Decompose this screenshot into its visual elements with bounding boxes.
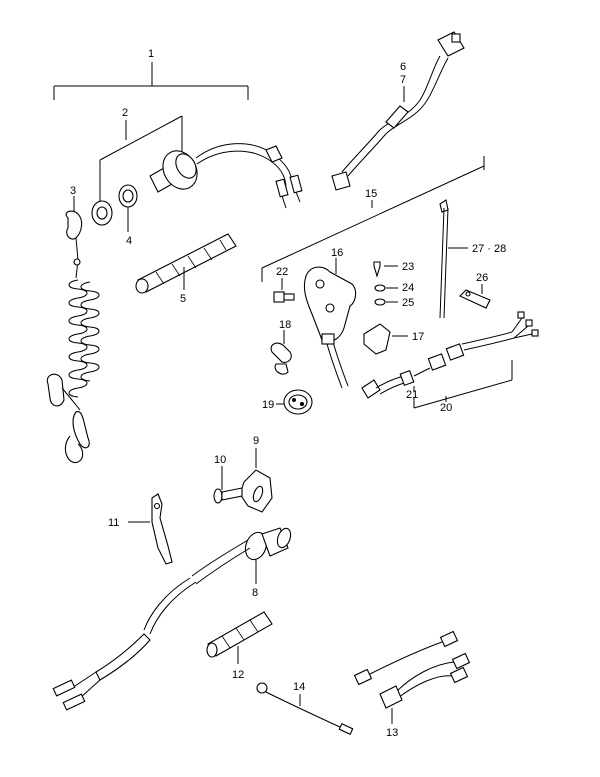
callout-10: 10	[214, 454, 226, 466]
cable-tie-part-27-28	[439, 199, 449, 319]
assembly-1-bracket	[53, 62, 249, 100]
callout-6: 6	[400, 61, 406, 73]
callout-3: 3	[70, 185, 76, 197]
bracket-part-11	[151, 493, 173, 565]
wire-part-14	[256, 682, 354, 735]
callout-21: 21	[406, 389, 418, 401]
screw-part-22	[273, 291, 295, 303]
callout-16: 16	[331, 247, 343, 259]
sleeve-part-5	[135, 233, 237, 294]
callout-4: 4	[126, 235, 132, 247]
callout-7: 7	[400, 74, 406, 86]
washer-part-25	[374, 298, 386, 306]
washer-part-4	[118, 184, 138, 208]
callout-26: 26	[476, 272, 488, 284]
callout-15: 15	[365, 188, 377, 200]
plate-part-17	[363, 323, 391, 355]
callout-25: 25	[402, 297, 414, 309]
bracket-part-26	[459, 289, 491, 309]
callout-12: 12	[232, 669, 244, 681]
harness-part-6-7	[331, 31, 465, 191]
callout-13: 13	[386, 727, 398, 739]
callout-17: 17	[412, 331, 424, 343]
callout-1: 1	[148, 48, 154, 60]
callout-19: 19	[262, 399, 274, 411]
callout-22: 22	[276, 266, 288, 278]
callout-20: 20	[440, 402, 452, 414]
harness-part-20-21	[361, 311, 539, 399]
screw-part-23	[373, 261, 381, 278]
callout-5: 5	[180, 293, 186, 305]
assembly-15-bracket	[261, 156, 485, 282]
harness-part-13	[353, 630, 471, 709]
plate-part-9	[239, 469, 273, 513]
clip-part-18	[270, 342, 292, 375]
callout-11: 11	[108, 517, 119, 529]
callout-9: 9	[253, 435, 259, 447]
callout-23: 23	[402, 261, 414, 273]
screw-part-10	[213, 487, 243, 504]
lanyard-cord: 3	[46, 185, 100, 464]
callout-18: 18	[279, 319, 291, 331]
washer-part-24	[374, 284, 386, 292]
assembly-20-bracket	[413, 360, 513, 409]
switch-part-16	[303, 266, 357, 389]
switch-harness-part-8	[52, 527, 292, 711]
callout-8: 8	[252, 587, 258, 599]
grommet-part-19	[283, 389, 313, 415]
sleeve-part-12	[206, 611, 273, 658]
stop-switch	[149, 143, 303, 209]
callout-24: 24	[402, 282, 414, 294]
callout-27-28: 27 · 28	[472, 243, 506, 255]
callout-14: 14	[293, 681, 305, 693]
callout-2: 2	[122, 107, 128, 119]
nut-part-3	[91, 200, 113, 226]
